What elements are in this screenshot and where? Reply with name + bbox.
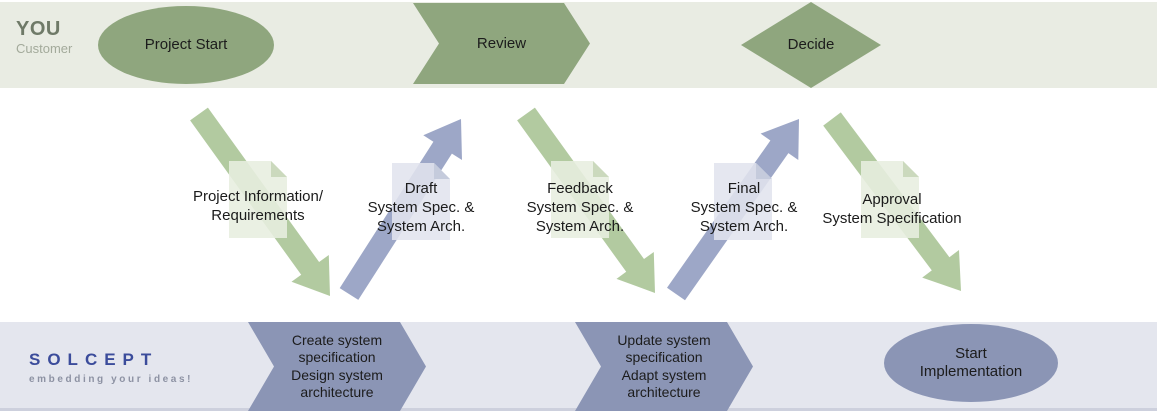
solcept-logo-name: SOLCEPT — [29, 350, 159, 369]
step-update-system-spec-label: Update system specification Adapt system… — [617, 331, 711, 400]
customer-lane-subtitle: Customer — [16, 41, 73, 56]
customer-lane-title: YOU — [16, 18, 61, 40]
customer-lane-label: YOU Customer — [16, 18, 72, 56]
step-start-implementation-label: Start Implementation — [919, 345, 1023, 380]
step-project-start: Project Start — [98, 6, 274, 84]
solcept-logo: SOLCEPT embedding your ideas! — [29, 350, 193, 385]
step-start-implementation: Start Implementation — [884, 324, 1058, 402]
doc-label-approval-spec: Approval System Specification — [822, 191, 962, 227]
step-create-system-spec-label: Create system specification Design syste… — [291, 331, 383, 400]
step-decide-label: Decide — [787, 36, 835, 53]
doc-label-draft-spec: Draft System Spec. & System Arch. — [367, 180, 475, 235]
doc-label-feedback-spec: Feedback System Spec. & System Arch. — [526, 180, 634, 235]
step-update-system-spec: Update system specification Adapt system… — [575, 322, 753, 411]
step-create-system-spec: Create system specification Design syste… — [248, 322, 426, 411]
solcept-logo-tagline: embedding your ideas! — [29, 374, 194, 385]
step-review: Review — [413, 3, 590, 84]
step-project-start-label: Project Start — [144, 36, 228, 53]
step-review-label: Review — [476, 34, 527, 52]
